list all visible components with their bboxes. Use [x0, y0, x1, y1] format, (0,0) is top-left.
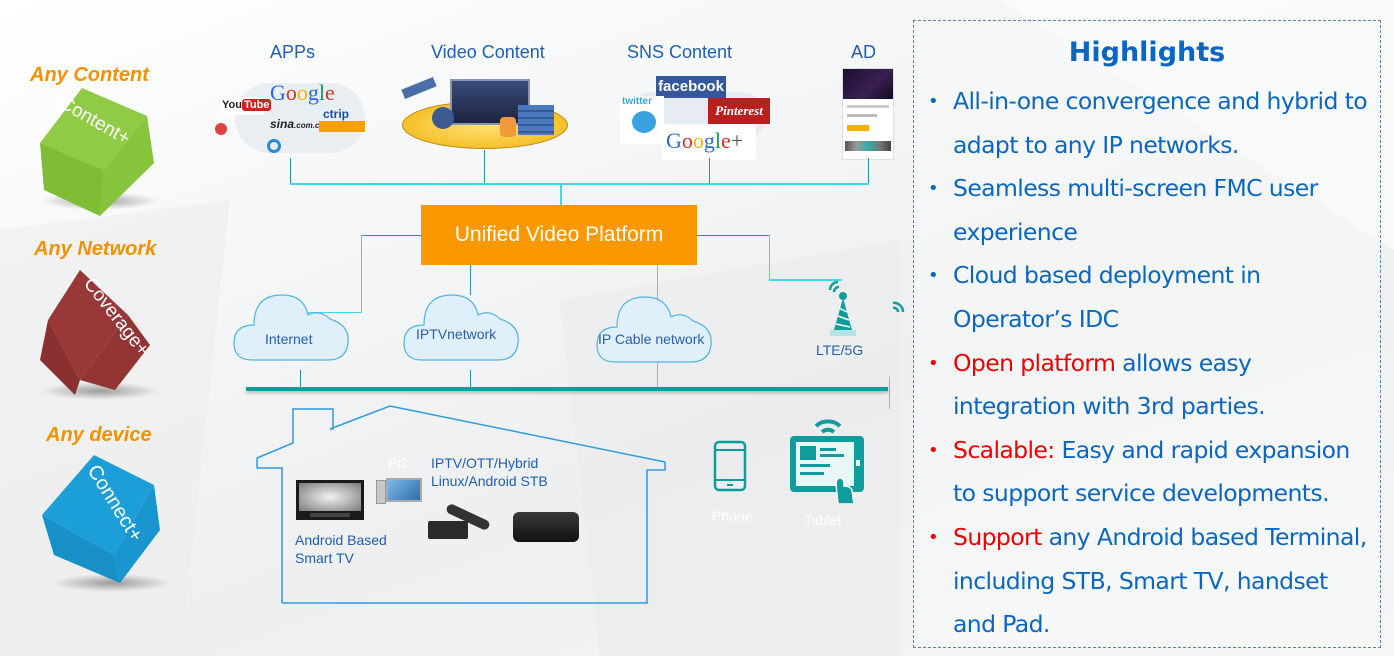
- bullet-icon: •: [928, 439, 939, 461]
- highlight-item: • Support any Android based Terminal, in…: [924, 516, 1374, 647]
- internet-label: Internet: [265, 331, 313, 347]
- ip-cable-network-label: IP Cable network: [598, 331, 705, 347]
- connector-line: [657, 363, 658, 388]
- connector-line: [769, 235, 770, 280]
- connector-line: [302, 312, 362, 313]
- connector-line: [769, 279, 842, 281]
- device-cube-icon: Connect+: [42, 455, 160, 583]
- pillar-label: Any device: [46, 424, 152, 446]
- dish-icon: [432, 107, 454, 129]
- bullet-icon: •: [928, 265, 939, 287]
- stb-label-line1: IPTV/OTT/Hybrid: [431, 455, 539, 471]
- pillar-label: Any Network: [34, 238, 157, 260]
- highlight-item: • Seamless multi-screen FMC user experie…: [924, 167, 1374, 254]
- pc-label: PC: [388, 455, 408, 471]
- phone-icon: [713, 440, 747, 492]
- network-cube-icon: Coverage+: [40, 270, 153, 395]
- pc-icon: [370, 478, 424, 508]
- connector-line: [361, 235, 362, 313]
- ctrip-logo-icon: ctrip: [323, 107, 350, 121]
- twitter-logo-icon: twitter: [620, 96, 664, 144]
- chinaedu-logo-icon: [215, 123, 227, 135]
- streaming-stick-icon: [428, 521, 468, 539]
- connector-line: [484, 150, 485, 184]
- smart-tv-icon: [296, 480, 364, 520]
- cube-shadow: [52, 574, 172, 592]
- highlights-panel: Highlights • All-in-one convergence and …: [913, 20, 1381, 648]
- video-content-title: Video Content: [431, 42, 545, 62]
- unified-video-platform: Unified Video Platform: [421, 205, 697, 265]
- connector-line: [697, 235, 769, 236]
- highlight-emphasis: Scalable:: [953, 435, 1055, 464]
- bullet-icon: •: [928, 91, 939, 112]
- facebook-logo-icon: facebook: [656, 76, 726, 98]
- highlight-item: • All-in-one convergence and hybrid to a…: [924, 80, 1374, 167]
- connector-line: [470, 370, 471, 388]
- bullet-icon: •: [928, 352, 939, 374]
- smart-tv-label-line1: Android Based: [295, 532, 387, 548]
- connector-line: [868, 158, 869, 184]
- google-logo-icon: Google: [270, 80, 335, 105]
- ctrip-cn-logo-icon: [319, 121, 365, 132]
- internet-cloud-icon: [233, 294, 349, 361]
- connector-line: [300, 370, 301, 388]
- wireless-signal-icon: [892, 301, 905, 313]
- phone-label: Phone: [712, 508, 753, 524]
- highlight-emphasis: Open platform: [953, 348, 1116, 377]
- iptv-cloud-icon: [403, 294, 519, 361]
- connector-line: [889, 377, 890, 409]
- sns-content-title: SNS Content: [627, 42, 733, 62]
- ip-cable-cloud-icon: [596, 296, 712, 363]
- connector-line: [290, 183, 869, 185]
- lte-5g-label: LTE/5G: [816, 342, 864, 358]
- server-icon: [518, 105, 554, 135]
- connector-line: [560, 183, 562, 205]
- home-outline: [256, 405, 666, 604]
- video-content-illustration: [400, 75, 570, 155]
- ad-title: AD: [851, 42, 877, 62]
- connector-line: [709, 158, 710, 184]
- connector-line: [470, 265, 471, 295]
- highlight-item: • Open platform allows easy integration …: [924, 342, 1374, 429]
- network-bus-line: [246, 387, 888, 391]
- connector-line: [361, 235, 421, 236]
- highlight-emphasis: Support: [953, 522, 1042, 551]
- highlight-item: • Scalable: Easy and rapid expansion to …: [924, 429, 1374, 516]
- set-top-box-icon: [513, 512, 579, 542]
- storage-icon: [500, 117, 516, 137]
- highlight-item: • Cloud based deployment in Operator’s I…: [924, 254, 1374, 341]
- sns-logo-cloud: facebook twitter Pinterest Google+: [616, 72, 776, 162]
- qq-logo-icon: [267, 139, 281, 153]
- ad-screenshot: [842, 68, 894, 160]
- smart-tv-label-line2: Smart TV: [295, 550, 354, 566]
- stb-label-line2: Linux/Android STB: [431, 473, 548, 489]
- connector-line: [657, 265, 658, 310]
- bullet-icon: •: [928, 526, 939, 548]
- iptv-network-label: IPTVnetwork: [416, 326, 497, 342]
- highlights-title: Highlights: [1068, 37, 1226, 68]
- sina-logo-icon: sina.com.cn: [270, 117, 325, 131]
- tablet-label: Tablet: [804, 512, 842, 528]
- pinterest-logo-icon: Pinterest: [708, 98, 770, 124]
- tablet-icon: [790, 419, 864, 504]
- connector-line: [290, 158, 291, 184]
- highlights-list: • All-in-one convergence and hybrid to a…: [924, 80, 1374, 647]
- apps-title: APPs: [270, 42, 316, 62]
- satellite-icon: [401, 76, 437, 100]
- bullet-icon: •: [928, 178, 939, 200]
- content-cube-icon: Content+: [40, 88, 154, 216]
- google-plus-logo-icon: Google+: [662, 124, 756, 160]
- cell-tower-icon: [828, 280, 856, 336]
- video-wall-icon: [450, 79, 530, 125]
- pillar-label: Any Content: [30, 64, 149, 86]
